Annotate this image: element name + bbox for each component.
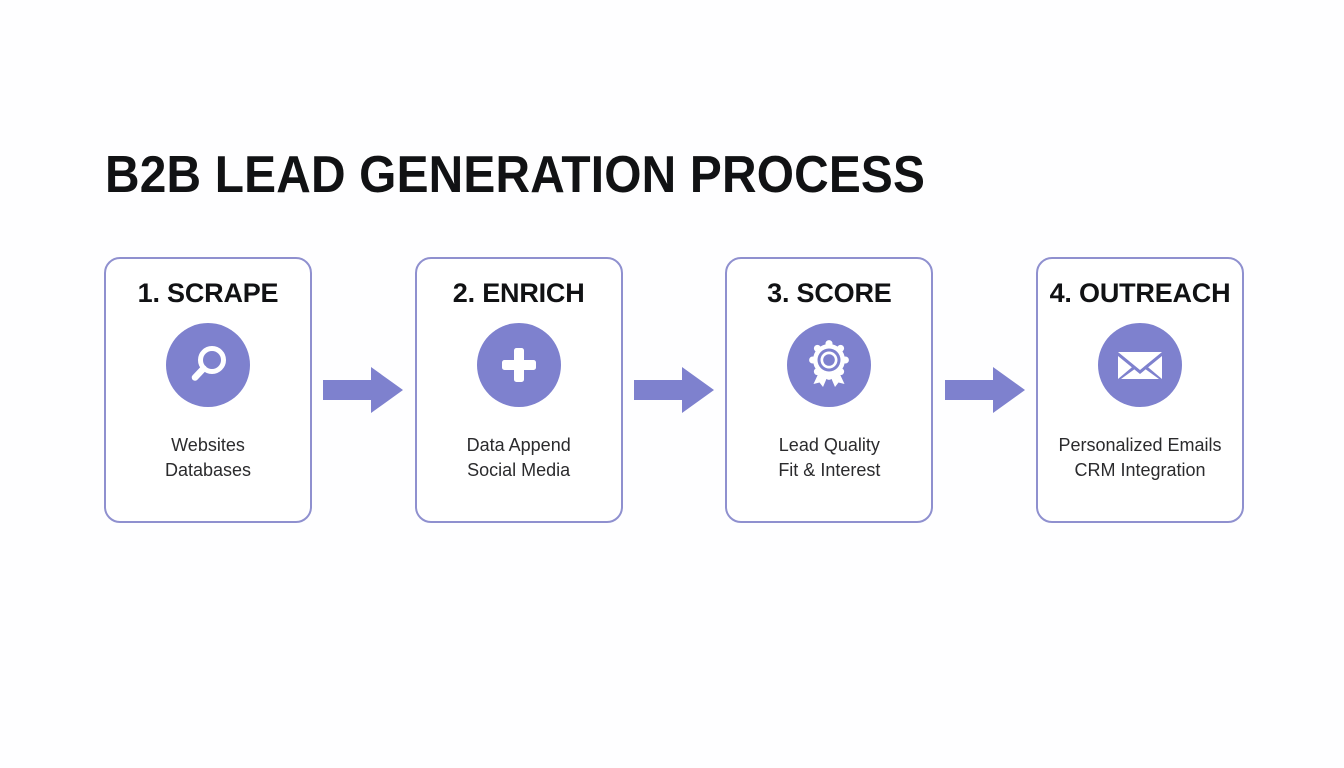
step-heading: 2. ENRICH: [452, 278, 585, 308]
award-ribbon-icon: [804, 340, 854, 390]
step-heading: 1. SCRAPE: [137, 278, 279, 308]
step-card-outreach[interactable]: 4. OUTREACH Personalized Emails CRM Inte…: [1036, 257, 1245, 523]
step-caption: Data Append Social Media: [467, 433, 571, 483]
arrow-2-to-3: [623, 257, 726, 523]
step-icon-badge: [1098, 323, 1183, 407]
step-caption-line-1: Personalized Emails: [1058, 435, 1222, 455]
process-flow: 1. SCRAPE Websites Databases: [104, 257, 1245, 525]
step-icon-badge: [476, 323, 561, 407]
envelope-icon: [1115, 340, 1165, 390]
step-icon-badge: [787, 323, 872, 407]
step-caption-line-1: Websites: [171, 435, 245, 455]
plus-icon: [495, 341, 543, 389]
page-title: B2B LEAD GENERATION PROCESS: [105, 146, 926, 204]
arrow-1-to-2: [312, 257, 415, 523]
step-caption-line-1: Data Append: [466, 435, 571, 455]
step-card-scrape[interactable]: 1. SCRAPE Websites Databases: [104, 257, 312, 523]
step-caption-line-2: Fit & Interest: [778, 460, 881, 480]
step-caption: Websites Databases: [165, 433, 251, 483]
step-caption-line-1: Lead Quality: [778, 435, 880, 455]
step-caption-line-2: Social Media: [467, 460, 571, 480]
step-caption-line-2: Databases: [164, 460, 252, 480]
arrow-right-icon: [634, 367, 714, 413]
arrow-right-icon: [323, 367, 404, 413]
step-caption: Lead Quality Fit & Interest: [778, 433, 880, 483]
step-heading: 4. OUTREACH: [1049, 278, 1231, 308]
step-caption-line-2: CRM Integration: [1074, 460, 1206, 480]
arrow-3-to-4: [933, 257, 1036, 523]
step-icon-badge: [166, 323, 250, 407]
step-card-enrich[interactable]: 2. ENRICH Data Append Social Media: [414, 257, 623, 523]
step-heading: 3. SCORE: [767, 278, 892, 308]
arrow-right-icon: [944, 367, 1025, 413]
step-card-score[interactable]: 3. SCORE: [725, 257, 934, 523]
step-caption: Personalized Emails CRM Integration: [1058, 433, 1221, 483]
search-icon: [184, 341, 232, 389]
